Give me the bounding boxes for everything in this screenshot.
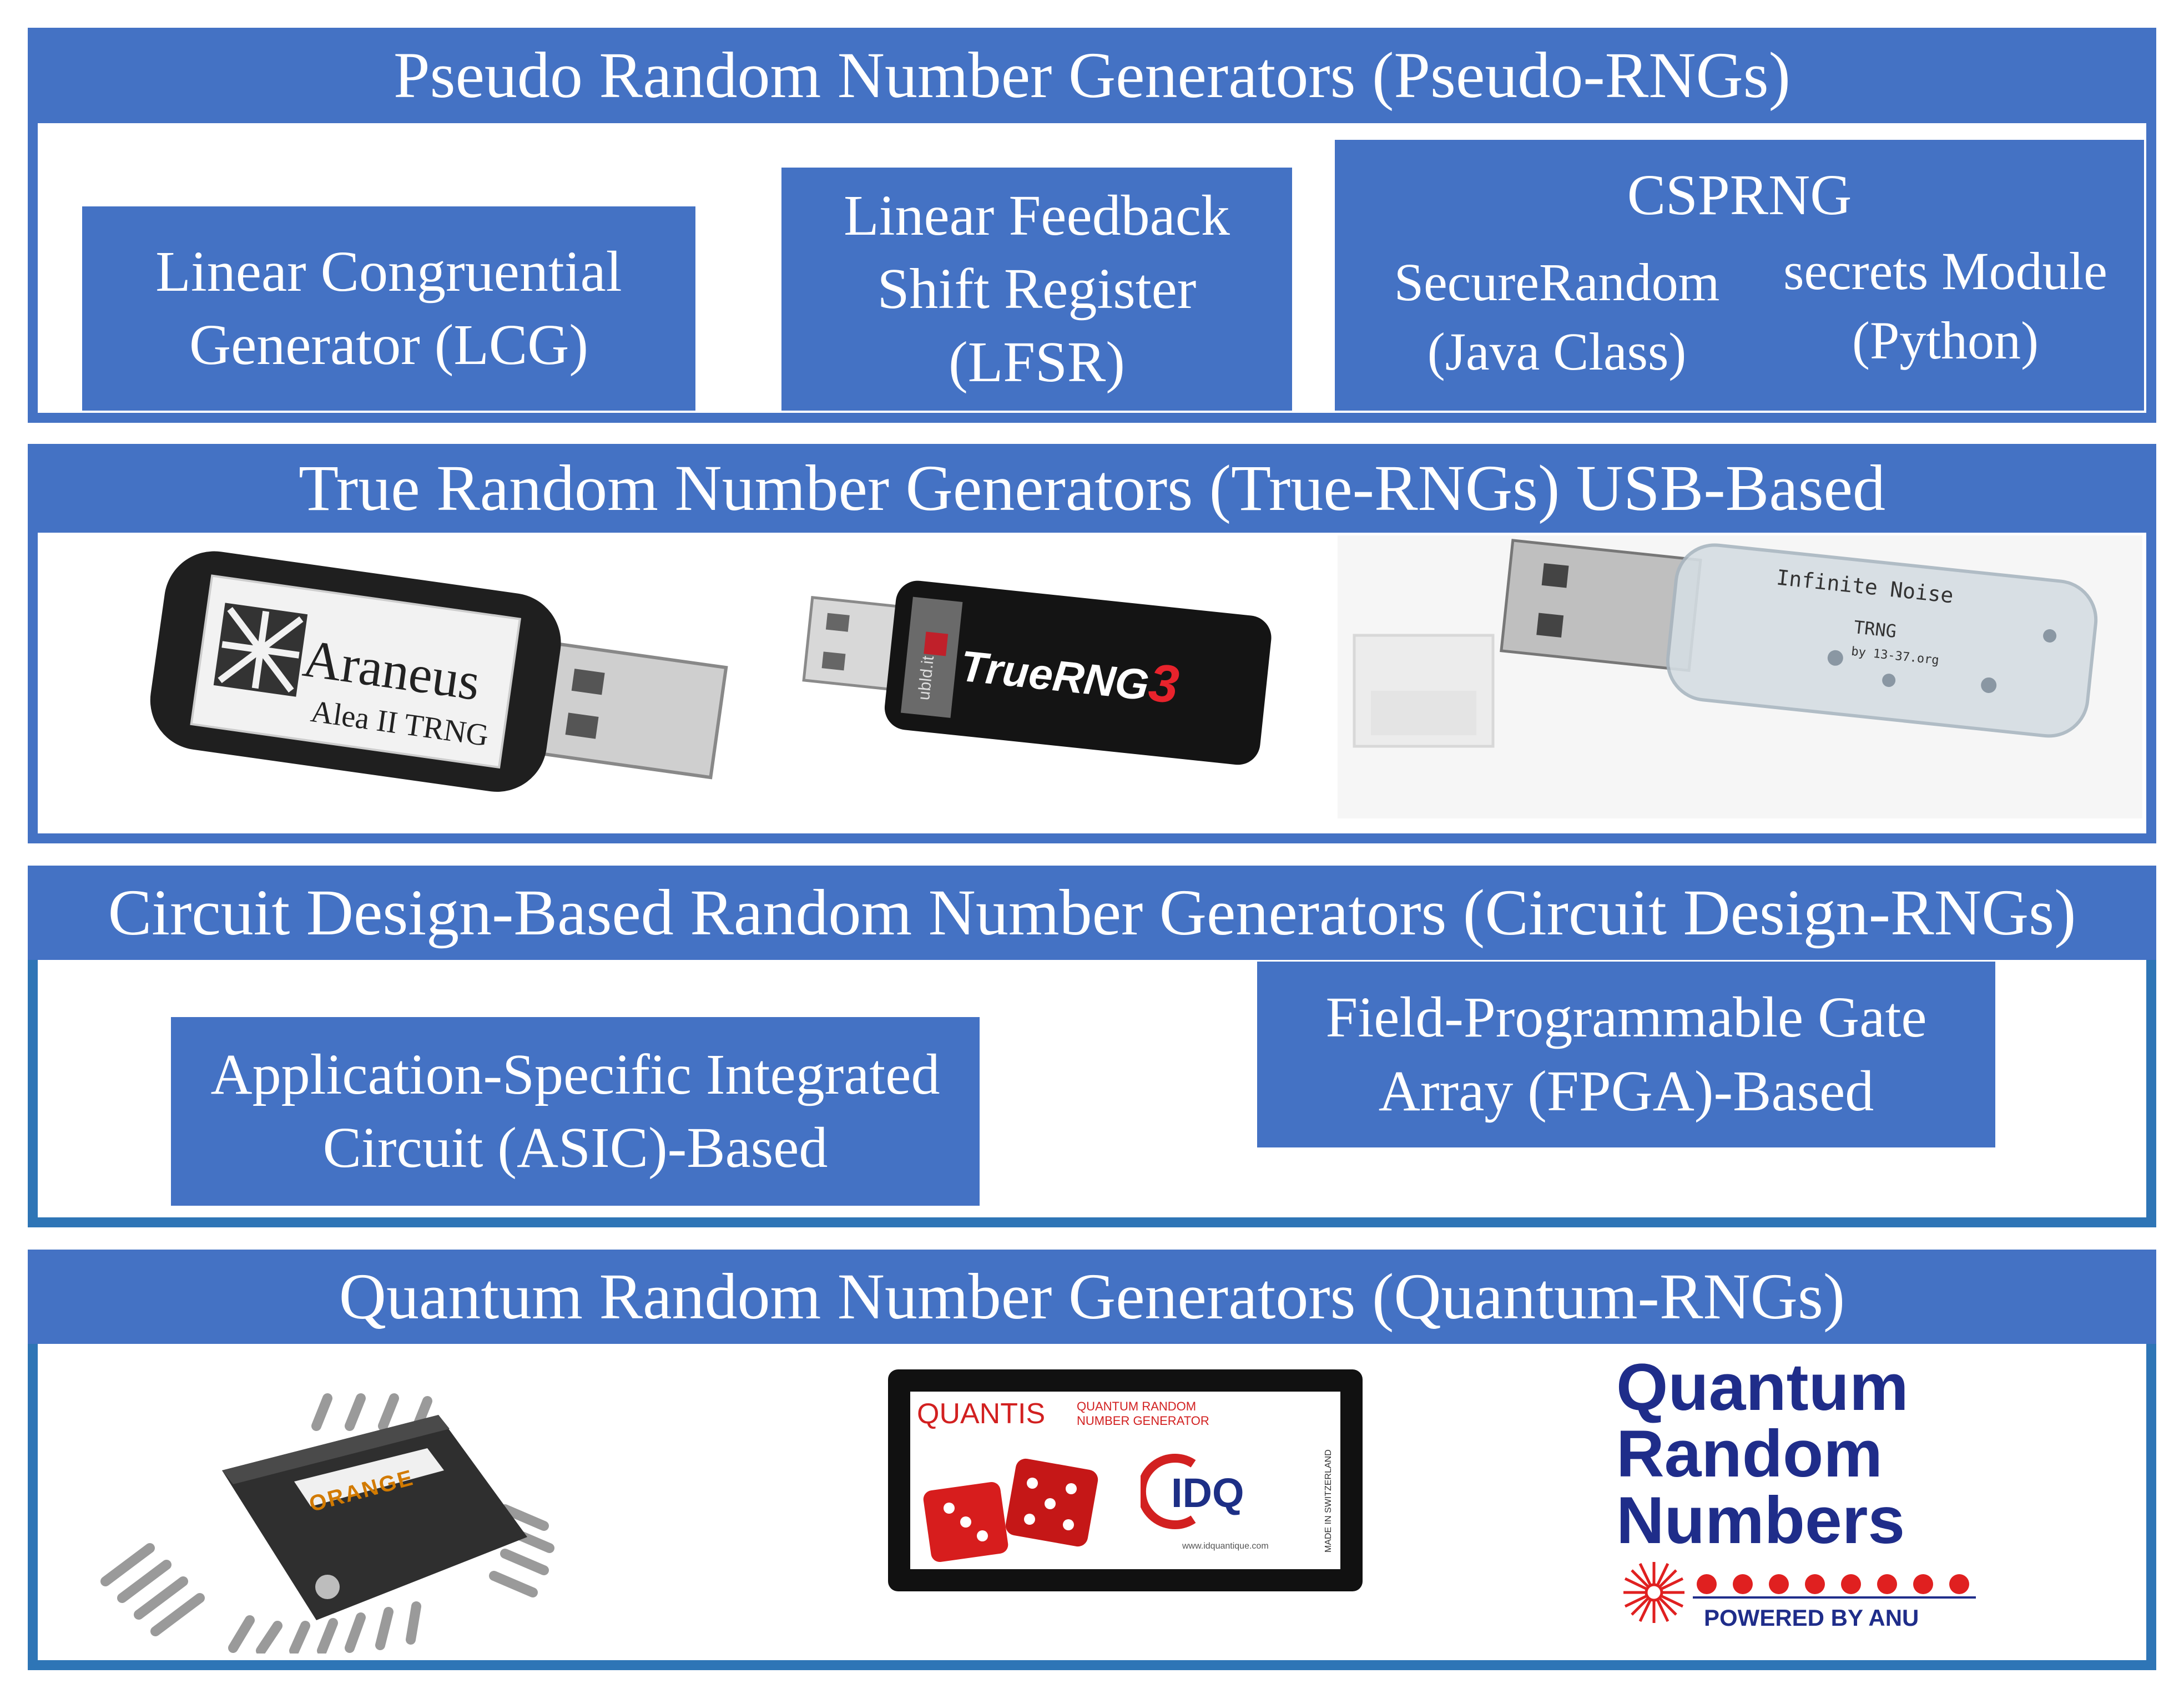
pseudo-rng-title: Pseudo Random Number Generators (Pseudo-… [394,39,1790,112]
fpga-line1: Field-Programmable Gate [1325,985,1927,1050]
anu-line3: Numbers [1616,1483,1905,1558]
csprng-box: CSPRNG SecureRandom (Java Class) secrets… [1335,140,2144,411]
quantis-brand: QUANTIS [917,1398,1046,1430]
photon-dots-icon [1693,1574,1976,1599]
lcg-box: Linear Congruential Generator (LCG) [82,206,695,411]
quantis-side-text: MADE IN SWITZERLAND [1324,1449,1333,1553]
idq-text: IDQ [1171,1470,1244,1516]
infinite-noise-line2: TRNG [1853,616,1898,642]
anu-line1: Quantum [1616,1350,1909,1424]
lcg-line1: Linear Congruential [155,239,622,304]
lfsr-line2: Shift Register [877,256,1197,321]
true-rng-header: True Random Number Generators (True-RNGs… [28,444,2156,533]
quantum-rng-title: Quantum Random Number Generators (Quantu… [339,1260,1845,1333]
anu-powered: POWERED BY ANU [1704,1605,1919,1631]
circuit-rng-header: Circuit Design-Based Random Number Gener… [28,866,2156,960]
fpga-line2: Array (FPGA)-Based [1378,1059,1874,1123]
asic-box: Application-Specific Integrated Circuit … [171,1017,980,1206]
fpga-box: Field-Programmable Gate Array (FPGA)-Bas… [1257,962,1995,1147]
araneus-logo-icon [213,603,308,697]
anu-line2: Random [1616,1417,1883,1491]
csprng-title: CSPRNG [1627,163,1852,227]
asic-line2: Circuit (ASIC)-Based [322,1116,828,1180]
pseudo-rng-header: Pseudo Random Number Generators (Pseudo-… [28,28,2156,123]
secure-random-line1: SecureRandom [1394,252,1720,312]
secure-random-group: SecureRandom (Java Class) [1357,245,1757,390]
anu-qrng-logo: Quantum Random Numbers POWERED BY ANU [1610,1354,2009,1642]
quantis-url: www.idquantique.com [1182,1541,1269,1551]
araneus-usb-image: Araneus Alea II TRNG [83,533,749,816]
truerng-version: 3 [1146,653,1182,715]
quantum-rng-header: Quantum Random Number Generators (Quantu… [28,1250,2156,1344]
asic-line1: Application-Specific Integrated [210,1042,940,1106]
quantis-label-area: QUANTIS QUANTUM RANDOM NUMBER GENERATOR … [910,1392,1340,1569]
quantis-tag1: QUANTUM RANDOM [1077,1399,1197,1413]
secrets-module-group: secrets Module (Python) [1757,234,2134,378]
secrets-module-line1: secrets Module [1783,241,2107,301]
dice-icon [923,1458,1098,1563]
truerng-usb-image: ubld.it TrueRNG3 [794,560,1282,805]
lfsr-line3: (LFSR) [949,330,1125,395]
quantis-device-image: QUANTIS QUANTUM RANDOM NUMBER GENERATOR … [888,1369,1363,1591]
secrets-module-line2: (Python) [1852,311,2039,370]
lfsr-line1: Linear Feedback [844,183,1230,247]
laser-burst-icon [1623,1562,1684,1623]
quantum-chip-image: ORANGE [83,1365,638,1654]
infinite-noise-usb-image: Infinite Noise TRNG by 13-37.org [1338,535,2142,818]
circuit-rng-title: Circuit Design-Based Random Number Gener… [108,876,2076,949]
lfsr-box: Linear Feedback Shift Register (LFSR) [781,168,1292,411]
true-rng-title: True Random Number Generators (True-RNGs… [298,452,1886,524]
flag-icon [924,631,949,656]
quantis-tag2: NUMBER GENERATOR [1077,1414,1209,1428]
lcg-line2: Generator (LCG) [189,313,588,377]
secure-random-line2: (Java Class) [1427,322,1687,381]
idq-logo-icon [1141,1454,1196,1529]
